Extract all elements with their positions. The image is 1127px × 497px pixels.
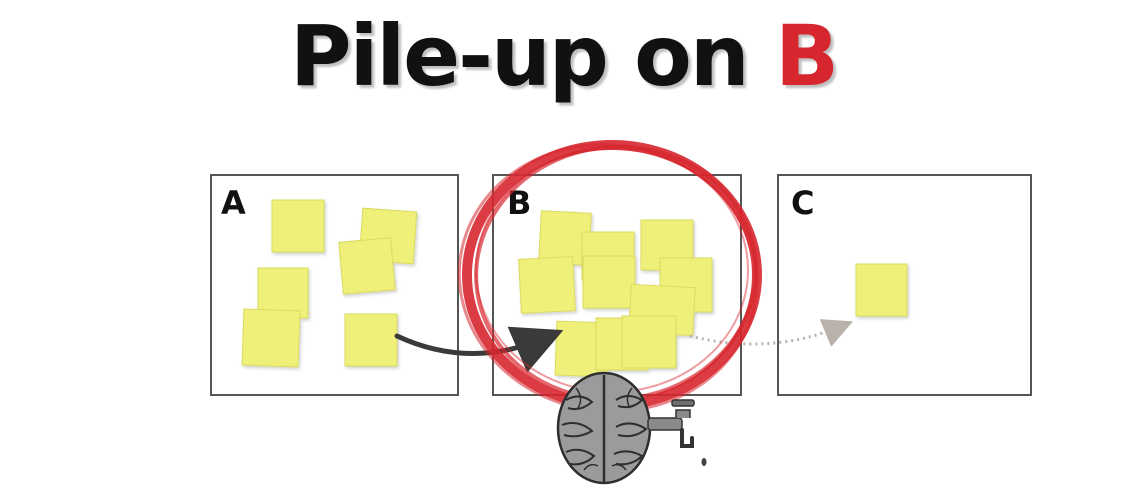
sticky-note[interactable] — [241, 308, 301, 368]
page-title: Pile-up on B — [0, 6, 1127, 106]
column-c-label: C — [791, 184, 814, 222]
title-accent-letter: B — [774, 7, 839, 105]
column-a: A — [210, 174, 459, 396]
column-c: C — [777, 174, 1032, 396]
sticky-note[interactable] — [621, 315, 677, 369]
brain-icon — [556, 371, 652, 485]
sticky-note[interactable] — [855, 263, 908, 317]
faucet-icon — [647, 399, 707, 466]
column-b: B — [492, 174, 742, 396]
sticky-note[interactable] — [518, 256, 576, 314]
sticky-note[interactable] — [582, 255, 636, 309]
flow-arrow-b-to-c — [689, 319, 854, 347]
sticky-note[interactable] — [338, 237, 396, 295]
sticky-note[interactable] — [271, 199, 325, 253]
flow-arrow-a-to-b — [394, 326, 564, 373]
title-main: Pile-up on — [290, 7, 750, 105]
sticky-note[interactable] — [344, 313, 398, 367]
column-a-label: A — [221, 184, 246, 222]
